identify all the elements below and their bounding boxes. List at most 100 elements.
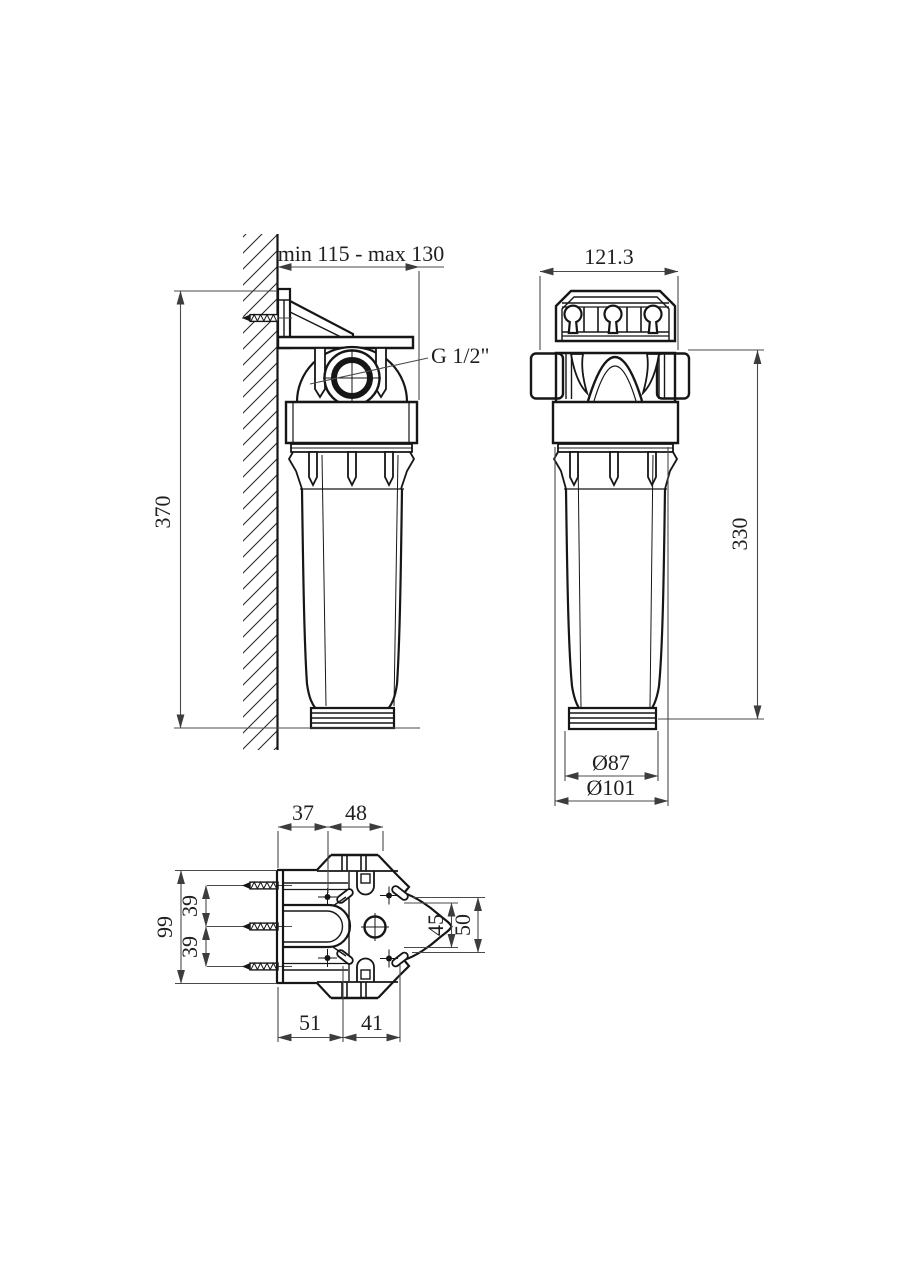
dim-51-label: 51 <box>299 1010 321 1035</box>
dim-99: 99 <box>152 869 277 985</box>
dim-d87: Ø87 <box>564 731 659 781</box>
bracket-gusset-inner <box>289 311 342 338</box>
cap-inner-outline <box>561 296 670 341</box>
dim-370: 370 <box>150 290 420 729</box>
collar-ring-side <box>284 400 419 445</box>
dim-thread: G 1/2" <box>309 343 489 385</box>
dim-48-label: 48 <box>345 800 367 825</box>
dim-50: 50 <box>412 896 485 954</box>
dim-39b-label: 39 <box>177 936 202 958</box>
collar-fang-right <box>641 353 661 397</box>
dim-330-label: 330 <box>727 518 752 551</box>
dim-wall-offset-label: min 115 - max 130 <box>278 241 445 266</box>
slot-top-right <box>391 885 409 901</box>
plate-corner-chamfers <box>316 854 332 999</box>
dim-51-41: 51 41 <box>277 965 401 1042</box>
plate-edges <box>275 868 317 985</box>
thread-label: G 1/2" <box>431 343 489 368</box>
plan-view <box>207 853 453 1000</box>
dim-41-label: 41 <box>361 1010 383 1035</box>
bracket-plate-plan <box>275 854 352 999</box>
screw-tip-1 <box>242 882 250 889</box>
cap-keyhole-right <box>643 304 663 335</box>
wall-hatch <box>243 234 277 750</box>
bracket-shelf <box>276 335 415 350</box>
clip-ear-left <box>314 347 326 399</box>
dim-370-label: 370 <box>150 496 175 529</box>
slot-bottom-left <box>336 949 354 965</box>
center-hole-crosshair <box>361 913 389 941</box>
collar-slot-lines <box>565 354 666 399</box>
dim-d101-ext <box>554 447 669 806</box>
side-port-left <box>529 352 565 400</box>
screw-tip-2 <box>242 923 250 930</box>
screw-thread <box>250 313 278 323</box>
bracket-gusset-outer <box>289 300 355 337</box>
mount-screws-plan <box>207 880 292 971</box>
collar-body <box>554 351 677 401</box>
bowl-base-rings <box>311 712 394 724</box>
dim-d87-label: Ø87 <box>592 750 630 775</box>
dim-37-48-ext <box>277 831 384 893</box>
dim-50-ext <box>412 896 485 954</box>
ports-plan <box>317 853 399 1000</box>
cap-keyhole-left <box>563 304 583 335</box>
collar-arch-inner <box>593 365 637 402</box>
bayonet-tabs <box>308 451 394 488</box>
head-collar-front <box>529 351 691 402</box>
wall-bracket-side <box>276 287 415 350</box>
collar-arch-outer <box>586 355 644 402</box>
collar-fang-left <box>569 353 589 397</box>
screw-thread-3 <box>250 961 278 971</box>
dim-wall-offset: min 115 - max 130 <box>277 241 445 400</box>
cap-ribs <box>583 307 642 332</box>
slot-top-left <box>336 888 354 904</box>
hole-crosshairs <box>318 886 398 968</box>
dim-51-41-ext <box>277 965 401 1042</box>
screw-tip <box>242 314 250 322</box>
dim-d101: Ø101 <box>554 447 669 806</box>
top-port-chamfer <box>377 854 399 877</box>
bowl-walls-front <box>564 488 667 712</box>
collar-ring-lines <box>292 402 410 443</box>
dim-330: 330 <box>658 349 764 720</box>
bowl-silhouette-lines <box>321 454 399 707</box>
bowl-base-rings-front <box>569 712 656 724</box>
bowl-walls <box>300 488 404 710</box>
dim-37-label: 37 <box>292 800 314 825</box>
screw-thread-1 <box>250 880 278 890</box>
u-slot-inner <box>283 910 344 943</box>
bayonet-tabs-front <box>569 451 657 488</box>
bowl-front <box>552 443 679 731</box>
thread-leader-line <box>309 357 429 385</box>
bottom-latch-detail <box>360 969 371 980</box>
dim-50-label: 50 <box>450 914 475 936</box>
dim-d101-label: Ø101 <box>587 775 636 800</box>
slot-ticks <box>332 896 347 957</box>
screw-tip-3 <box>242 963 250 970</box>
top-latch-tab <box>356 871 375 896</box>
u-slot-outer <box>283 903 352 949</box>
bowl-silhouette-front <box>577 454 654 708</box>
mount-screw-side <box>242 313 292 323</box>
collar-ring-front <box>551 400 680 445</box>
dim-99-ext <box>175 869 277 985</box>
cap-keyhole-center <box>603 304 623 335</box>
dimensions: min 115 - max 130 G 1/2" 370 121.3 330 <box>150 241 764 1042</box>
dim-45-label: 45 <box>423 914 448 936</box>
bracket-rails-outer <box>283 882 348 971</box>
front-view <box>529 289 691 731</box>
mount-holes <box>318 886 398 968</box>
slot-bottom-right <box>391 951 409 968</box>
dim-99-label: 99 <box>152 916 177 938</box>
bottom-port-chamfer <box>377 976 399 999</box>
dim-330-ext <box>658 349 764 720</box>
dim-121-3: 121.3 <box>539 244 679 350</box>
dim-370-ext <box>174 290 420 729</box>
dim-121-ext <box>539 276 679 350</box>
bottom-latch-tab <box>356 957 375 982</box>
dim-37-48: 37 48 <box>277 800 384 893</box>
bowl-side <box>287 443 416 730</box>
